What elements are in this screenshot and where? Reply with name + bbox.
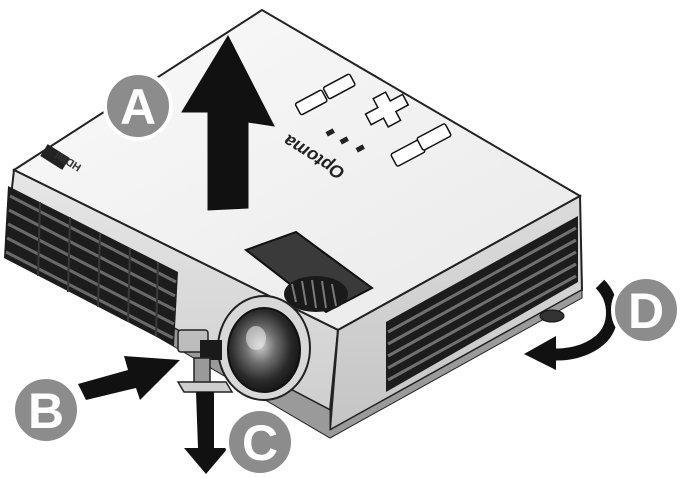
rear-adjuster-foot [539, 309, 565, 323]
arrow-down-c [184, 392, 228, 474]
indicator-led-1 [325, 128, 335, 137]
focus-window [243, 230, 374, 314]
projector-lens [217, 295, 311, 401]
callout-a: A [103, 71, 173, 141]
callout-d-label: D [628, 283, 664, 339]
callout-b: B [11, 375, 81, 445]
elevator-foot [176, 329, 234, 393]
front-vent-grille [4, 186, 178, 346]
panel-button-1 [294, 89, 328, 116]
control-panel [294, 73, 452, 167]
indicator-led-3 [355, 144, 365, 153]
callout-b-label: B [28, 383, 64, 439]
arrow-rotate-d [524, 279, 618, 370]
keypad-cross [364, 91, 410, 128]
arrow-up-a [181, 34, 275, 211]
callout-c: C [225, 407, 295, 477]
indicator-led-2 [339, 136, 349, 145]
side-vent-grille [386, 216, 578, 392]
callout-a-label: A [120, 79, 156, 135]
panel-button-2 [322, 73, 356, 100]
callout-d: D [611, 275, 681, 345]
arrow-right-b [78, 356, 180, 400]
callout-c-label: C [242, 415, 278, 471]
panel-button-4 [416, 123, 452, 151]
